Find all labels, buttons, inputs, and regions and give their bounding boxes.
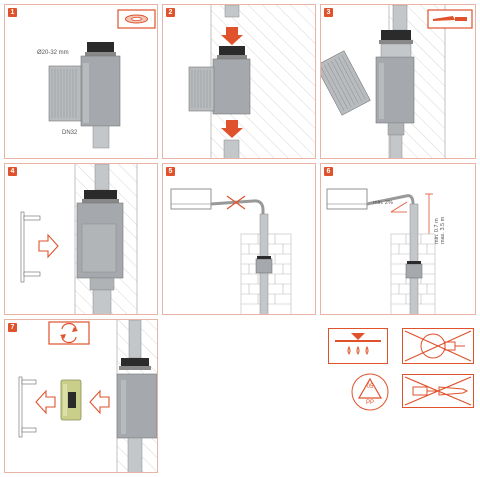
step-5-drawing [170,188,292,314]
filter-housing [48,65,82,122]
arrow-down-icon [221,27,243,45]
step-6-drawing [326,188,436,314]
step-badge: 1 [8,8,17,17]
slope-label: min. 2% [373,200,393,206]
step-2-drawing [188,5,315,158]
recycling-code: 05 [366,384,374,390]
removed-filter [321,50,371,116]
hose [210,199,265,254]
no-sharp-tools-symbol [402,374,474,408]
outlet-pipe [92,125,110,149]
seal-cap [87,42,114,52]
step-badge: 6 [324,167,333,176]
step-6-panel: 6 [320,163,476,315]
step-1-drawing [48,9,156,149]
recycling-symbol: 05 PP [350,371,390,413]
arrow-right-icon [38,233,59,259]
step-badge: 7 [8,323,17,332]
wall-bracket [20,211,25,283]
step-4-drawing [20,164,138,314]
step-2-panel: 2 [162,4,316,159]
step-5-panel: 5 [162,163,316,315]
wall-bracket [18,376,23,438]
rain-barrel [326,188,368,210]
step-badge: 2 [166,8,175,17]
step-7-panel: 7 [4,319,158,473]
diameter-label: Ø20-32 mm [37,50,69,56]
step-4-panel: 4 [4,163,158,315]
liquid-symbol [328,328,388,364]
step-badge: 4 [8,167,17,176]
recycling-material: PP [365,400,374,406]
step-3-panel: 3 [320,4,476,159]
dn-label: DN32 [62,130,78,136]
arrow-left-icon [35,389,56,415]
step-badge: 5 [166,167,175,176]
step-badge: 3 [324,8,333,17]
collector [405,263,423,279]
no-pressure-washer-symbol [402,328,474,364]
arrow-down-icon [221,120,243,138]
rain-barrel [170,188,212,210]
rotate-icon [48,321,90,345]
step-3-drawing [321,5,473,158]
arrow-left-icon [89,389,110,415]
step-7-drawing [18,320,157,472]
step-1-panel: 1 Ø20-32 mm DN32 [4,4,158,159]
height-label: min. 0.7 m max. 3.5 m [434,216,446,244]
collector [255,258,273,274]
